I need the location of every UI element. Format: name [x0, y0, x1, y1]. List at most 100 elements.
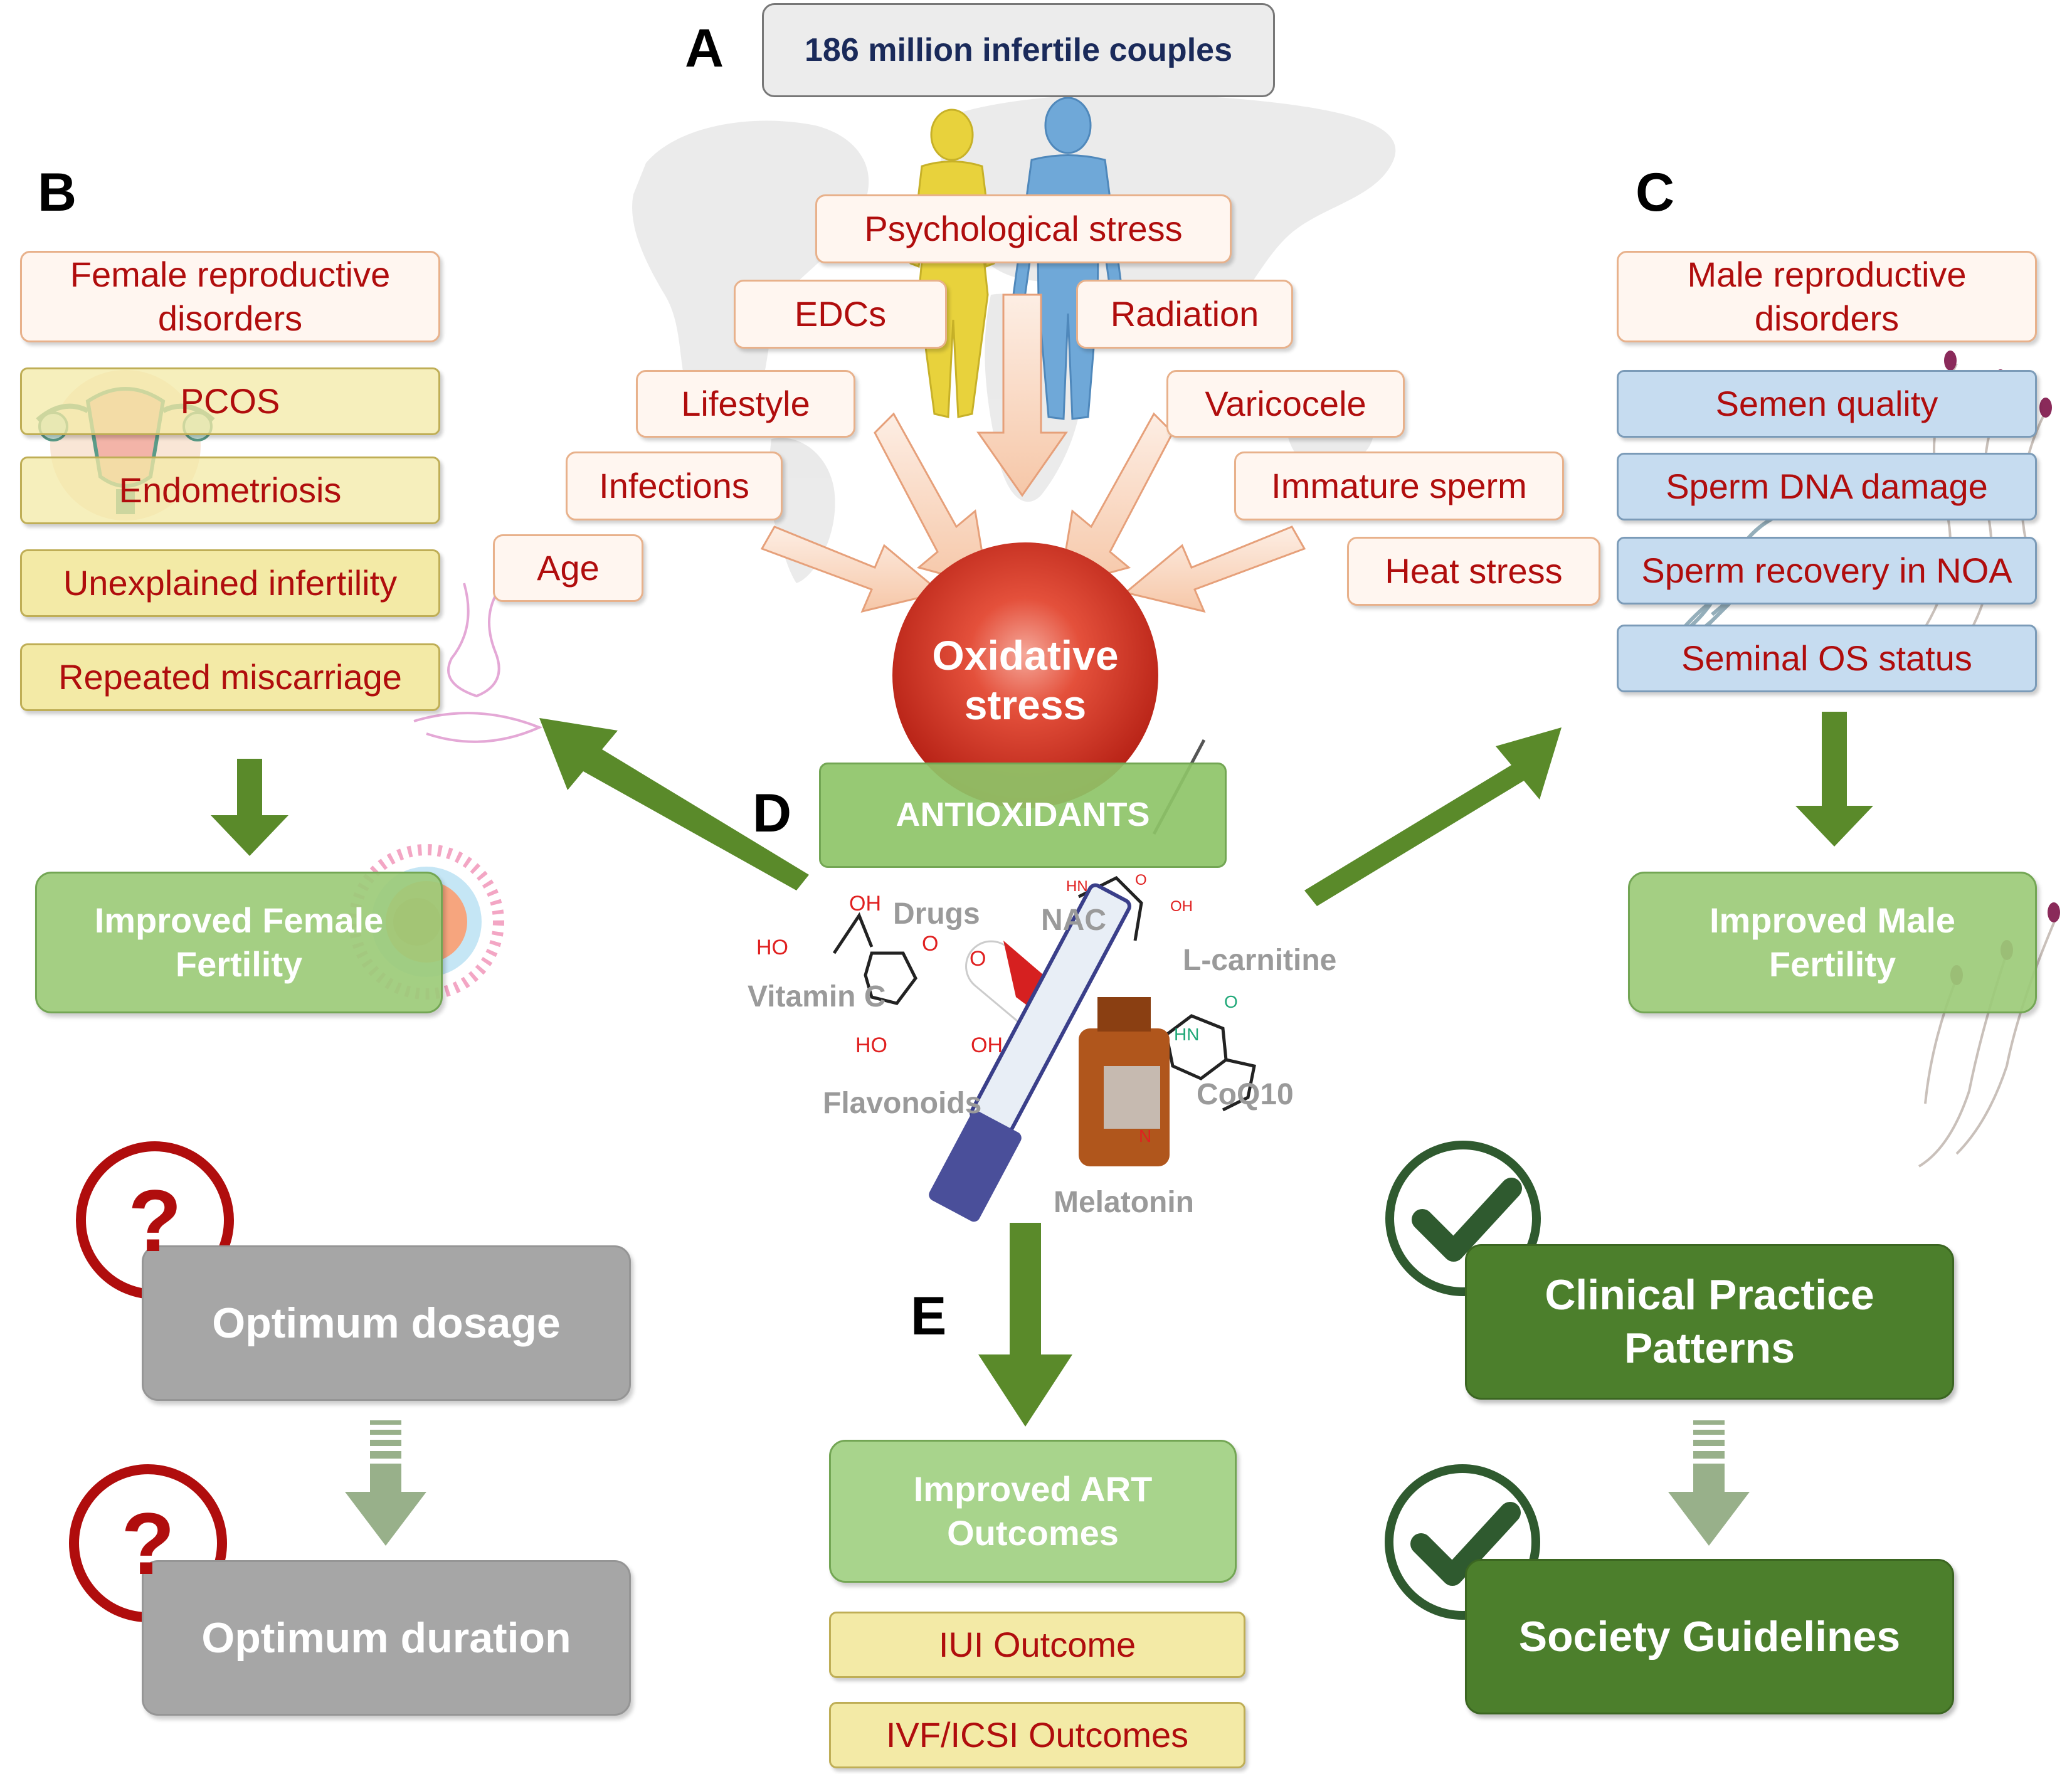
male-outcome-line2: Fertility [1768, 944, 1896, 984]
infertile-couples-text: 186 million infertile couples [805, 31, 1232, 68]
male-disorders-header: Male reproductive disorders [1617, 251, 2037, 342]
question-mark-duration: ? [85, 1481, 211, 1606]
question-mark-icon: ? [121, 1494, 175, 1593]
ivf-icsi-outcome-box: IVF/ICSI Outcomes [829, 1702, 1245, 1768]
male-item-sperm-recovery: Sperm recovery in NOA [1617, 537, 2037, 605]
ivf-icsi-outcome-text: IVF/ICSI Outcomes [885, 1715, 1189, 1755]
check-circles [1385, 1141, 1541, 1620]
male-item-label: Seminal OS status [1681, 638, 1972, 678]
female-item-label: Repeated miscarriage [58, 657, 402, 697]
factor-infections: Infections [566, 451, 783, 520]
male-item-label: Sperm recovery in NOA [1641, 551, 2012, 590]
female-item-label: Unexplained infertility [63, 563, 398, 603]
oxidative-stress-line2: stress [964, 682, 1087, 728]
factor-label: Immature sperm [1271, 466, 1527, 505]
panel-label-a: A [685, 18, 724, 78]
atom-o-ring: O [922, 932, 939, 956]
art-outcome-line2: Outcomes [947, 1513, 1119, 1553]
antioxidants-text: ANTIOXIDANTS [896, 796, 1150, 834]
improved-art-outcomes: Improved ART Outcomes [829, 1440, 1237, 1583]
female-item-miscarriage: Repeated miscarriage [20, 643, 440, 711]
panel-label-e: E [911, 1286, 947, 1346]
factor-label: Lifestyle [681, 384, 810, 423]
clinical-line1: Clinical Practice [1545, 1271, 1874, 1319]
clinical-practice-box: Clinical Practice Patterns [1465, 1244, 1954, 1400]
society-guidelines-text: Society Guidelines [1518, 1612, 1901, 1660]
factor-edcs: EDCs [734, 280, 947, 349]
female-disorders-header: Female reproductive disorders [20, 251, 440, 342]
atom-ho-1: HO [756, 936, 788, 959]
infertile-couples-box: 186 million infertile couples [762, 3, 1275, 97]
factor-label: Heat stress [1385, 551, 1563, 591]
factor-age: Age [493, 534, 643, 602]
factor-heat-stress: Heat stress [1347, 537, 1600, 606]
oxidative-stress-sphere [892, 542, 1158, 808]
male-item-seminal-os: Seminal OS status [1617, 625, 2037, 692]
atom-hn-2: HN [1174, 1025, 1200, 1044]
panel-label-b: B [38, 162, 77, 223]
oxidative-stress-label: Oxidative stress [894, 627, 1157, 734]
improved-female-fertility: Improved Female Fertility [35, 872, 443, 1013]
iui-outcome-box: IUI Outcome [829, 1612, 1245, 1678]
striped-arrows [345, 1420, 1750, 1546]
female-outcome-line1: Improved Female [94, 900, 384, 940]
art-outcome-line1: Improved ART [913, 1469, 1153, 1509]
factor-radiation: Radiation [1076, 280, 1293, 349]
question-mark-dosage: ? [92, 1158, 218, 1283]
green-arrows [211, 712, 1873, 1427]
label-drugs: Drugs [893, 897, 980, 931]
atom-oh-top: OH [849, 892, 881, 916]
male-header-line2: disorders [1754, 298, 1900, 338]
factor-varicocele: Varicocele [1166, 370, 1405, 438]
male-item-label: Semen quality [1715, 384, 1938, 423]
atom-o-nac: O [1135, 872, 1147, 889]
fetus-illustration [413, 583, 543, 743]
female-item-unexplained: Unexplained infertility [20, 549, 440, 617]
label-melatonin: Melatonin [1054, 1186, 1194, 1219]
check-marks [1410, 1178, 1522, 1586]
female-header-line2: disorders [157, 298, 303, 338]
female-item-endometriosis: Endometriosis [20, 457, 440, 524]
label-flavonoids: Flavonoids [823, 1087, 982, 1120]
factor-label: Psychological stress [864, 209, 1183, 248]
question-mark-icon: ? [128, 1171, 182, 1270]
male-item-label: Sperm DNA damage [1666, 467, 1988, 506]
female-item-pcos: PCOS [20, 367, 440, 435]
factor-label: Varicocele [1205, 384, 1366, 423]
optimum-duration-box: Optimum duration [142, 1560, 631, 1716]
factor-arrows [760, 293, 1306, 613]
atom-oh-2: OH [971, 1033, 1003, 1057]
female-outcome-line2: Fertility [175, 944, 303, 984]
label-coq10: CoQ10 [1197, 1078, 1294, 1111]
atom-hn-1: HN [1066, 878, 1088, 895]
optimum-dosage-text: Optimum dosage [212, 1299, 561, 1347]
optimum-duration-text: Optimum duration [201, 1613, 571, 1662]
factor-label: Radiation [1110, 294, 1259, 334]
factor-lifestyle: Lifestyle [636, 370, 855, 438]
atom-ho-2: HO [855, 1033, 887, 1057]
antioxidants-box: ANTIOXIDANTS [819, 763, 1227, 868]
panel-label-c: C [1636, 162, 1675, 223]
optimum-dosage-box: Optimum dosage [142, 1245, 631, 1401]
atom-oh-3: OH [1170, 898, 1193, 915]
society-guidelines-box: Society Guidelines [1465, 1559, 1954, 1714]
male-item-semen-quality: Semen quality [1617, 370, 2037, 438]
label-l-carnitine: L-carnitine [1183, 944, 1337, 977]
factor-label: EDCs [794, 294, 887, 334]
clinical-line2: Patterns [1624, 1324, 1795, 1372]
label-vitamin-c: Vitamin C [748, 980, 886, 1013]
factor-label: Infections [599, 466, 749, 505]
male-item-dna-damage: Sperm DNA damage [1617, 453, 2037, 520]
female-header-line1: Female reproductive [70, 255, 391, 294]
female-item-label: Endometriosis [119, 470, 342, 510]
atom-o-coq: O [1224, 992, 1238, 1011]
factor-immature-sperm: Immature sperm [1234, 451, 1564, 520]
improved-male-fertility: Improved Male Fertility [1628, 872, 2037, 1013]
panel-label-d: D [753, 783, 792, 843]
syringe-illustration [929, 739, 1206, 1222]
factor-label: Age [537, 548, 600, 588]
atom-n-mel: N [1139, 1126, 1152, 1146]
factor-psychological-stress: Psychological stress [815, 194, 1232, 263]
male-header-line1: Male reproductive [1687, 255, 1967, 294]
vial-illustration [1079, 997, 1170, 1166]
